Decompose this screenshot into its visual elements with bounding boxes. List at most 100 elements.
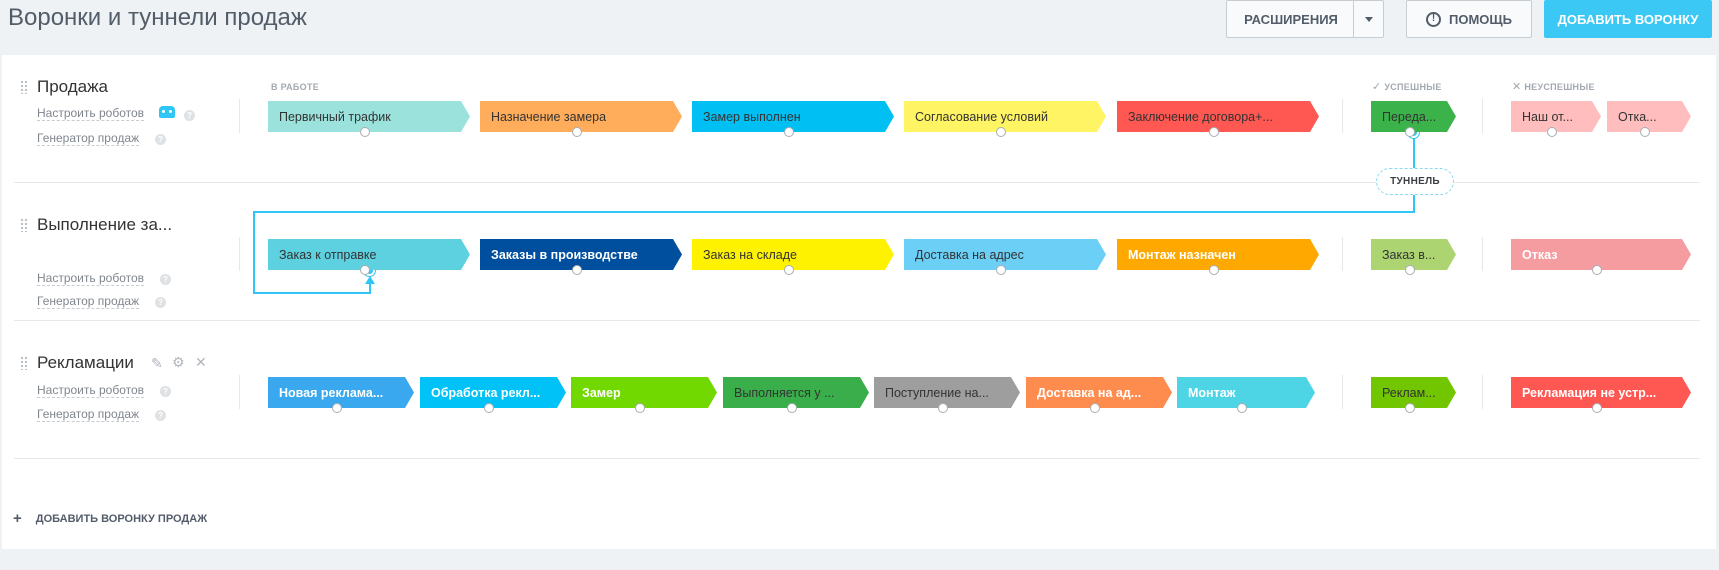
stage-stages-2-3[interactable]: Выполняется у ... (723, 377, 869, 413)
sales-generator-link[interactable]: Генератор продаж (37, 131, 140, 146)
help-hint-icon[interactable]: ? (184, 110, 195, 121)
gear-icon[interactable]: ⚙ (172, 354, 185, 370)
stage-stages-0-0[interactable]: Первичный трафик (268, 101, 470, 137)
stage-connector-dot[interactable] (484, 403, 494, 413)
stage-connector-dot[interactable] (996, 127, 1006, 137)
setup-robots-link[interactable]: Настроить роботов (37, 271, 145, 286)
stage-connector-dot[interactable] (1237, 403, 1247, 413)
stage-connector-dot[interactable] (1209, 265, 1219, 275)
info-icon: ! (1426, 11, 1441, 27)
extensions-button-label: РАСШИРЕНИЯ (1244, 11, 1338, 27)
stage-stages-2-6[interactable]: Монтаж (1177, 377, 1315, 413)
page-title: Воронки и туннели продаж (8, 4, 307, 31)
edit-icon[interactable]: ✎ (151, 355, 163, 371)
tunnel-connector (253, 211, 255, 293)
stage-label: Монтаж назначен (1128, 247, 1236, 262)
stage-connector-dot[interactable] (1090, 403, 1100, 413)
stage-fail-0-0[interactable]: Наш от... (1511, 101, 1601, 137)
help-hint-icon[interactable]: ? (155, 134, 166, 145)
stage-connector-dot[interactable] (784, 265, 794, 275)
close-icon[interactable]: ✕ (195, 354, 207, 370)
stage-stages-2-2[interactable]: Замер (571, 377, 717, 413)
stage-stages-2-5[interactable]: Доставка на ад... (1026, 377, 1172, 413)
robot-icon (159, 106, 175, 118)
stage-connector-dot[interactable] (635, 403, 645, 413)
extensions-dropdown-toggle[interactable] (1353, 1, 1383, 37)
check-icon: ✓ (1372, 81, 1382, 93)
stage-label: Наш от... (1522, 109, 1573, 124)
stage-connector-dot[interactable] (572, 127, 582, 137)
stage-label: Заключение договора+... (1128, 109, 1273, 124)
setup-robots-link[interactable]: Настроить роботов (37, 383, 145, 398)
stage-connector-dot[interactable] (938, 403, 948, 413)
stage-stages-0-3[interactable]: Согласование условий (904, 101, 1106, 137)
stage-connector-dot[interactable] (1547, 127, 1557, 137)
extensions-button[interactable]: РАСШИРЕНИЯ (1226, 0, 1384, 38)
column-divider (239, 375, 240, 409)
stage-label: Реклам... (1382, 385, 1436, 400)
stage-success-0-0[interactable]: Переда... (1371, 101, 1456, 137)
stage-connector-dot[interactable] (1592, 403, 1602, 413)
stage-stages-0-1[interactable]: Назначение замера (480, 101, 682, 137)
stage-stages-1-1[interactable]: Заказы в производстве (480, 239, 682, 275)
stage-connector-dot[interactable] (332, 403, 342, 413)
stage-stages-2-0[interactable]: Новая реклама... (268, 377, 414, 413)
stage-stages-1-4[interactable]: Монтаж назначен (1117, 239, 1319, 275)
column-divider (239, 237, 240, 271)
column-header-fail: ✕ НЕУСПЕШНЫЕ (1512, 81, 1595, 93)
help-hint-icon[interactable]: ? (155, 410, 166, 421)
stage-success-2-0[interactable]: Реклам... (1371, 377, 1456, 413)
stage-connector-dot[interactable] (572, 265, 582, 275)
stage-success-1-0[interactable]: Заказ в... (1371, 239, 1456, 275)
stage-label: Отка... (1618, 109, 1657, 124)
sales-generator-link[interactable]: Генератор продаж (37, 407, 140, 422)
funnel-name: Рекламации (37, 353, 134, 372)
stage-connector-dot[interactable] (1592, 265, 1602, 275)
plus-icon: + (13, 510, 22, 527)
stage-label: Поступление на... (885, 385, 989, 400)
stage-connector-dot[interactable] (360, 127, 370, 137)
setup-robots-link[interactable]: Настроить роботов (37, 106, 145, 121)
stage-connector-dot[interactable] (1405, 265, 1415, 275)
stage-stages-0-4[interactable]: Заключение договора+... (1117, 101, 1319, 137)
drag-handle-icon[interactable] (20, 80, 28, 94)
help-hint-icon[interactable]: ? (155, 297, 166, 308)
help-hint-icon[interactable]: ? (160, 274, 171, 285)
stage-connector-dot[interactable] (1640, 127, 1650, 137)
stage-connector-dot[interactable] (1405, 127, 1415, 137)
stage-label: Заказы в производстве (491, 247, 638, 262)
column-header-success: ✓ УСПЕШНЫЕ (1372, 81, 1442, 93)
stage-stages-1-3[interactable]: Доставка на адрес (904, 239, 1106, 275)
stage-label: Заказ к отправке (279, 247, 377, 262)
stage-stages-2-1[interactable]: Обработка рекл... (420, 377, 566, 413)
stage-connector-dot[interactable] (996, 265, 1006, 275)
stage-connector-dot[interactable] (1209, 127, 1219, 137)
drag-handle-icon[interactable] (20, 356, 28, 370)
stage-connector-dot[interactable] (1405, 403, 1415, 413)
stage-stages-2-4[interactable]: Поступление на... (874, 377, 1020, 413)
tunnel-label[interactable]: ТУННЕЛЬ (1376, 168, 1454, 195)
stage-stages-1-0[interactable]: Заказ к отправке (268, 239, 470, 275)
stage-stages-1-2[interactable]: Заказ на складе (692, 239, 894, 275)
stage-stages-0-2[interactable]: Замер выполнен (692, 101, 894, 137)
funnels-panel (2, 55, 1716, 549)
sales-generator-link[interactable]: Генератор продаж (37, 294, 140, 309)
drag-handle-icon[interactable] (20, 218, 28, 232)
stage-label: Выполняется у ... (734, 385, 835, 400)
stage-connector-dot[interactable] (784, 127, 794, 137)
help-hint-icon[interactable]: ? (160, 386, 171, 397)
stage-fail-1-0[interactable]: Отказ (1511, 239, 1691, 275)
stage-label: Переда... (1382, 109, 1437, 124)
stage-fail-0-1[interactable]: Отка... (1607, 101, 1691, 137)
funnel-name: Выполнение за... (37, 215, 173, 234)
add-funnel-button[interactable]: ДОБАВИТЬ ВОРОНКУ (1544, 0, 1712, 38)
funnel-divider (14, 320, 1700, 321)
help-button[interactable]: ! ПОМОЩЬ (1406, 0, 1532, 38)
stage-label: Назначение замера (491, 109, 607, 124)
stage-label: Замер (582, 385, 621, 400)
stage-connector-dot[interactable] (787, 403, 797, 413)
help-button-label: ПОМОЩЬ (1449, 11, 1512, 27)
stage-connector-dot[interactable] (360, 265, 370, 275)
add-sales-funnel-button[interactable]: + ДОБАВИТЬ ВОРОНКУ ПРОДАЖ (13, 510, 207, 527)
stage-fail-2-0[interactable]: Рекламация не устр... (1511, 377, 1691, 413)
